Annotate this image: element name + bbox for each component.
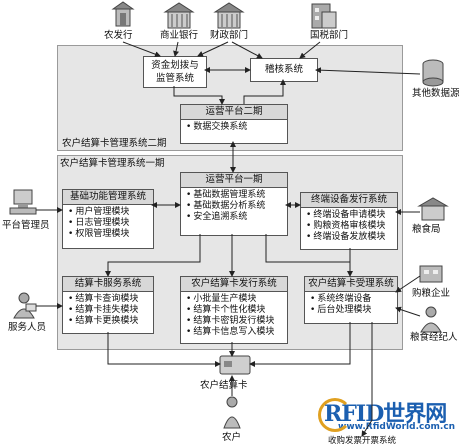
basic-mgmt-item: 权限管理模块 [68,229,153,240]
farmer-label: 农户 [222,432,242,443]
grain-enterprise-label: 购粮企业 [412,288,451,299]
finance-dept-label: 财政部门 [210,30,249,41]
ops-platform-2-title: 运营平台二期 [181,105,287,120]
card-service-item: 结算卡挂失模块 [68,305,153,316]
farmer-person-icon [223,396,241,429]
service-person-icon [13,292,37,319]
nongfa-building-icon [111,1,135,27]
nongfa-label: 农发行 [104,30,133,41]
grain-broker-label: 粮食经纪人 [410,332,458,343]
grain-bureau-label: 粮食局 [412,224,441,235]
terminal-item: 终端设备申请模块 [306,210,397,221]
card-accept-box: 农户结算卡受理系统 系统终端设备 后台处理模块 [304,276,398,324]
system1-title: 农户结算卡管理系统一期 [60,158,165,169]
tax-dept-label: 国税部门 [310,30,349,41]
card-issue-item: 结算卡信息写入模块 [186,327,287,338]
card-accept-item: 后台处理模块 [310,305,397,316]
ops1-item: 安全追溯系统 [186,212,287,223]
card-service-item: 结算卡更换模块 [68,316,153,327]
basic-mgmt-title: 基础功能管理系统 [63,190,153,205]
platform-admin-label: 平台管理员 [2,220,50,231]
other-data-source-label: 其他数据源 [412,88,460,99]
database-icon [422,59,444,87]
basic-mgmt-item: 用户管理模块 [68,207,153,218]
bank-building-icon [163,2,195,29]
ops-platform-1-box: 运营平台一期 基础数据管理系统 基础数据分析系统 安全追溯系统 [180,172,288,236]
terminal-item: 购粮资格审核模块 [306,221,397,232]
grain-enterprise-building-icon [419,265,443,283]
card-accept-item: 系统终端设备 [310,294,397,305]
card-label: 农户结算卡 [200,380,248,391]
basic-mgmt-box: 基础功能管理系统 用户管理模块 日志管理模块 权限管理模块 [62,189,154,249]
card-service-title: 结算卡服务系统 [63,277,153,292]
fund-supervision-label: 资金划拨与 监管系统 [151,60,199,84]
fund-supervision-box: 资金划拨与 监管系统 [143,56,207,88]
rfidworld-logo: RFID世界网 www.RfidWorld.com.cn [318,396,460,436]
ops1-item: 基础数据分析系统 [186,201,287,212]
service-staff-label: 服务人员 [8,322,47,333]
terminal-item: 终端设备发放模块 [306,232,397,243]
ops-platform-1-title: 运营平台一期 [181,173,287,188]
audit-system-label: 稽核系统 [264,64,303,75]
system2-title: 农户结算卡管理系统二期 [62,138,167,149]
grain-broker-person-icon [420,306,442,333]
ops1-item: 基础数据管理系统 [186,190,287,201]
basic-mgmt-item: 日志管理模块 [68,218,153,229]
card-accept-title: 农户结算卡受理系统 [305,277,397,292]
card-service-item: 结算卡查询模块 [68,294,153,305]
data-exchange-item: 数据交换系统 [186,122,287,133]
finance-building-icon [213,2,245,29]
terminal-issue-box: 终端设备发行系统 终端设备申请模块 购粮资格审核模块 终端设备发放模块 [300,192,398,250]
card-issue-item: 结算卡个性化模块 [186,305,287,316]
commercial-bank-label: 商业银行 [160,30,199,41]
acquisition-system-label: 收购发票开票系统 [328,436,397,446]
logo-url: www.RfidWorld.com.cn [338,422,456,432]
admin-computer-icon [9,189,37,215]
card-issue-item: 结算卡密钥发行模块 [186,316,287,327]
card-issue-item: 小批量生产模块 [186,294,287,305]
terminal-issue-title: 终端设备发行系统 [301,193,397,208]
card-issue-title: 农户结算卡发行系统 [181,277,287,292]
logo-ring [318,398,352,432]
card-issue-box: 农户结算卡发行系统 小批量生产模块 结算卡个性化模块 结算卡密钥发行模块 结算卡… [180,276,288,344]
grain-bureau-building-icon [417,197,449,221]
tax-building-icon [311,3,337,29]
